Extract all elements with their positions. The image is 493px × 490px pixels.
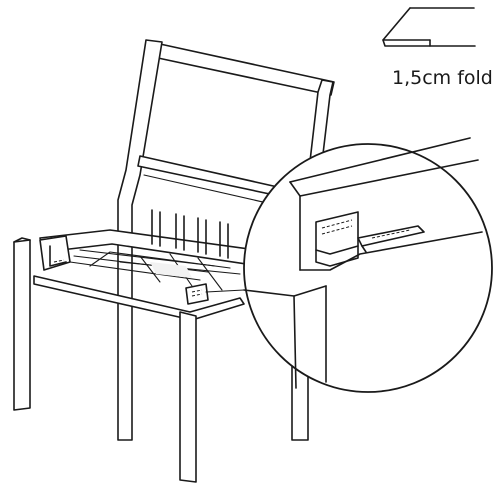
fold-detail-icon [382,7,476,47]
seat-frame [33,209,261,321]
fold-label: 1,5cm fold [392,67,493,89]
detail-magnifier [205,137,493,393]
